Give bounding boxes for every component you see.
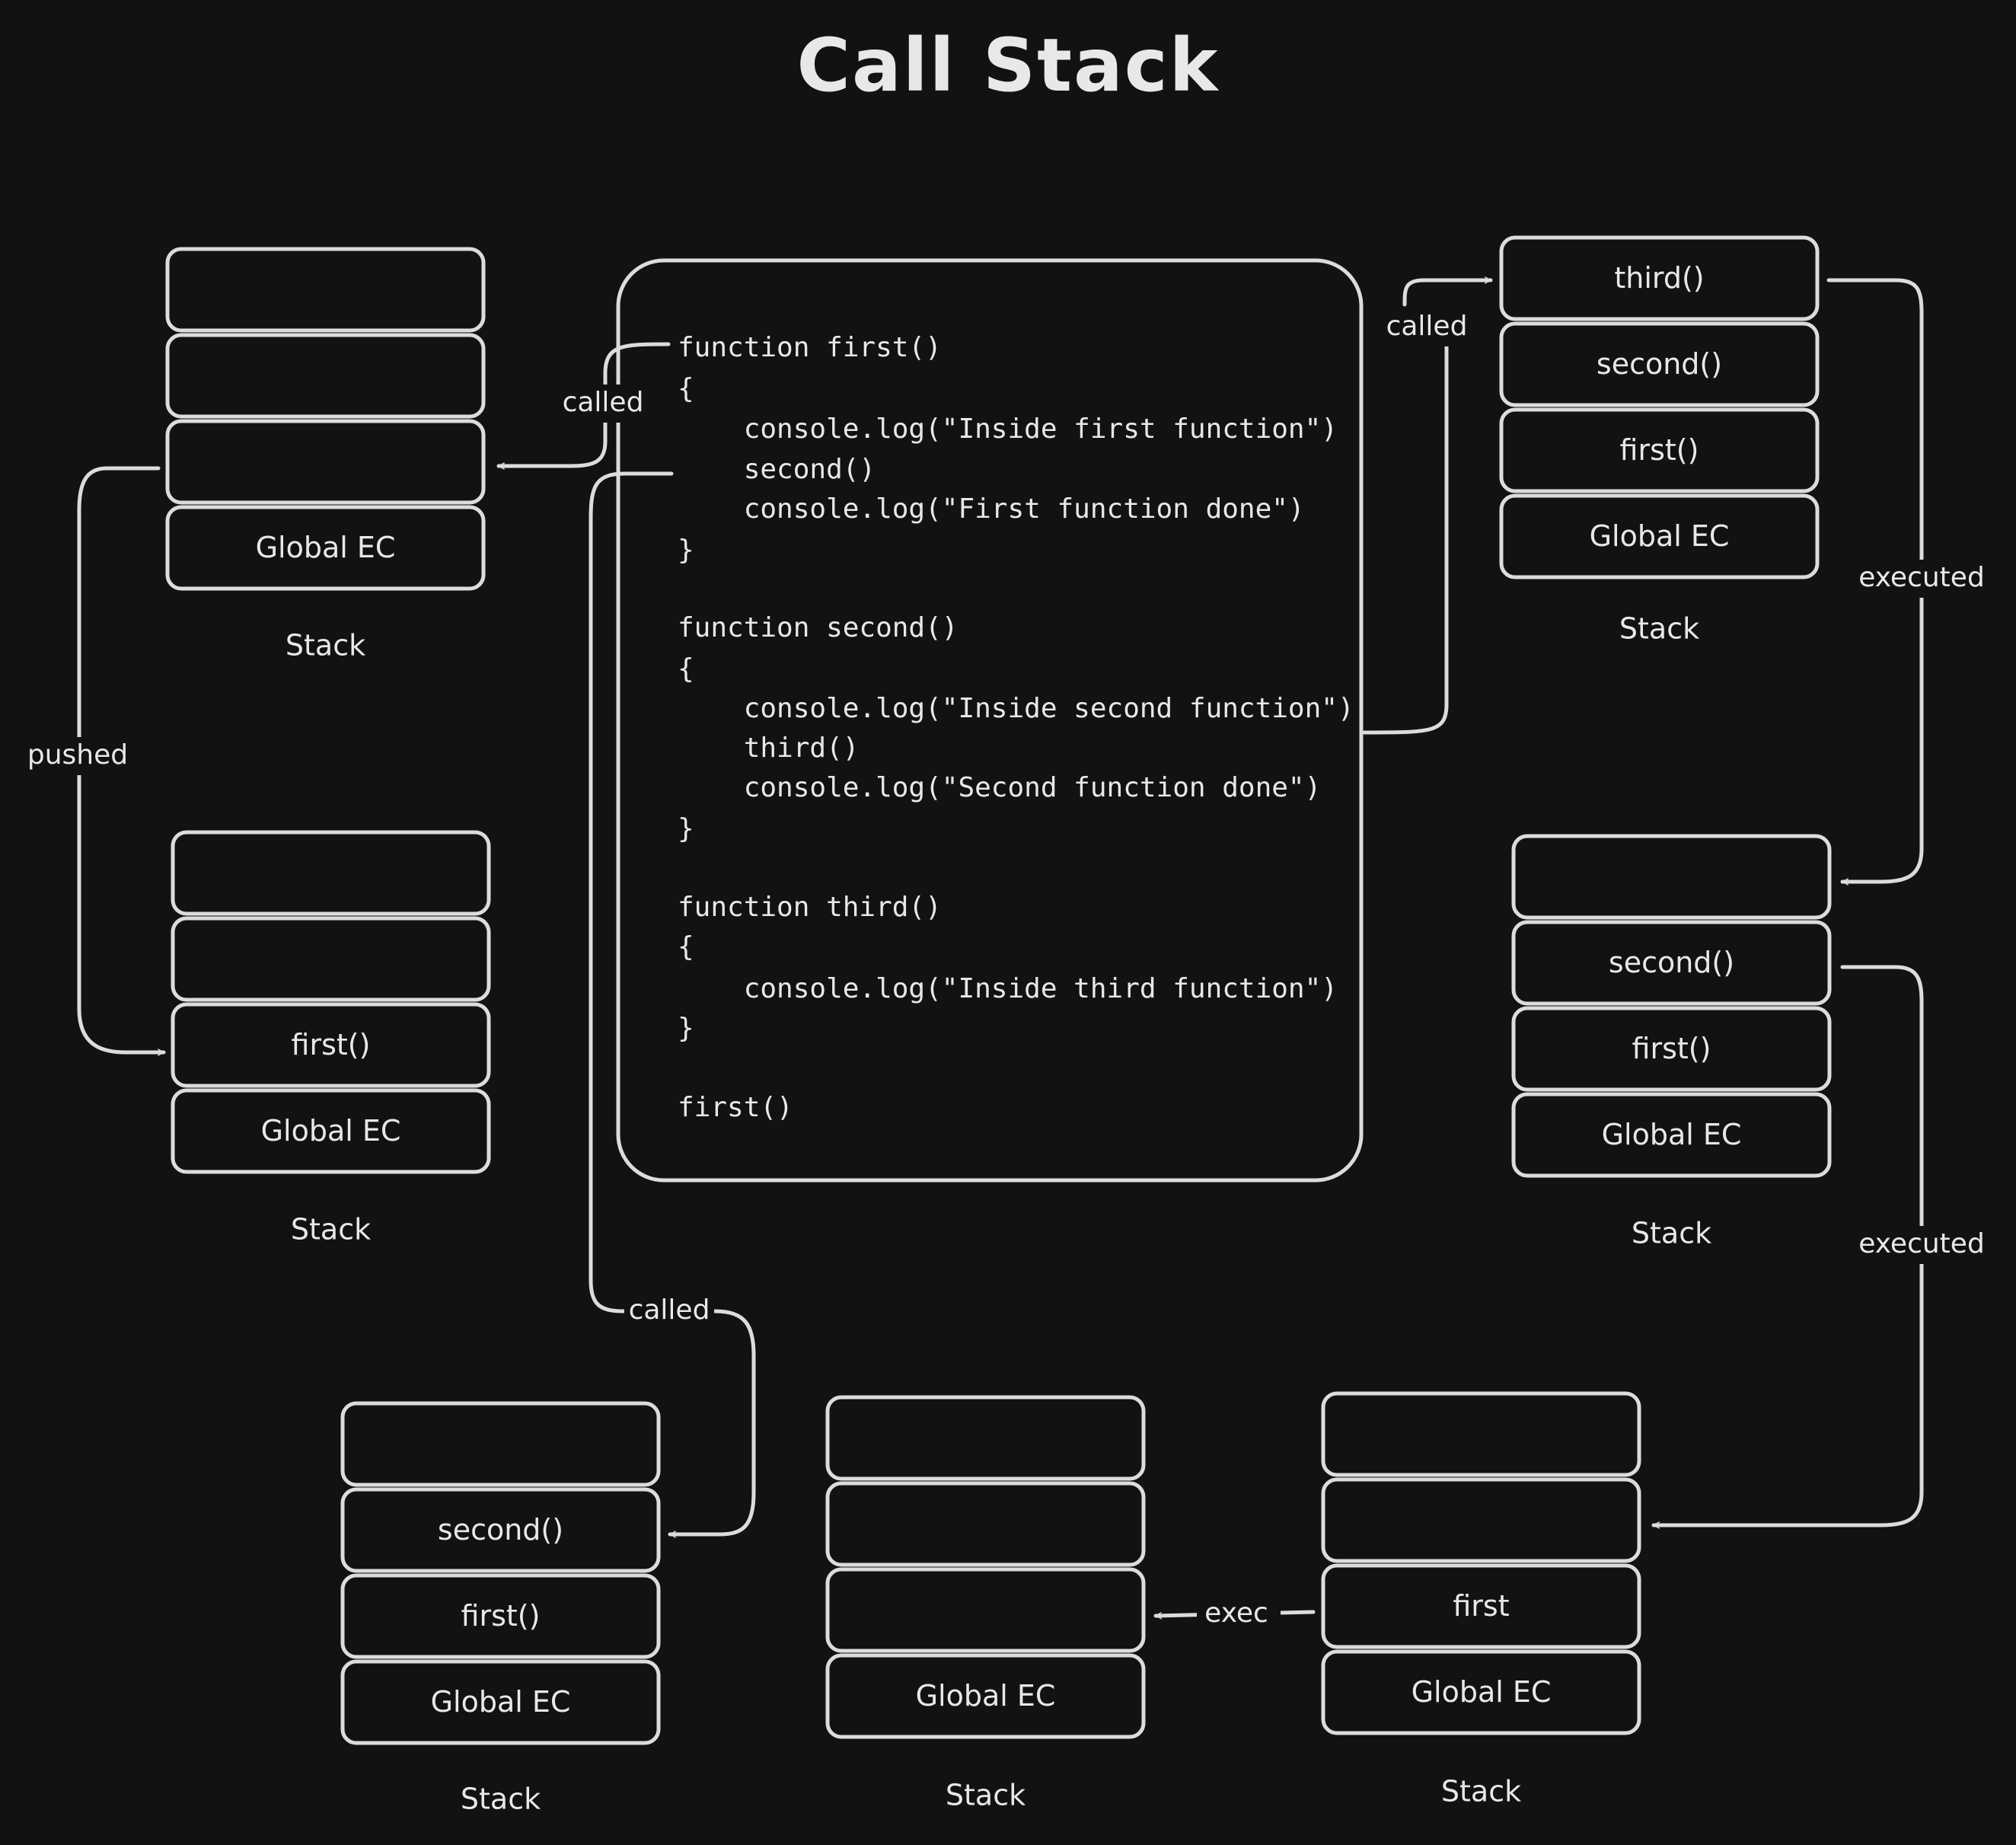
stack-s2: first() Global EC Stack <box>171 830 491 1246</box>
stack-cell-label: Global EC <box>1590 519 1730 553</box>
stack-cell <box>1511 834 1832 920</box>
stack-cell <box>1499 321 1820 407</box>
edge-called-second: called <box>589 471 756 1534</box>
code-line: console.log("First function done") <box>678 493 1305 525</box>
code-line: third() <box>678 733 859 764</box>
code-line: console.log("Inside first function") <box>678 413 1338 445</box>
stack-cell <box>1499 235 1820 321</box>
code-line: { <box>678 373 694 404</box>
stack-cell <box>340 1659 661 1745</box>
stack-cell <box>340 1487 661 1573</box>
code-line: { <box>678 653 694 685</box>
stack-cell-label: Global EC <box>916 1679 1056 1713</box>
code-line: first() <box>678 1092 793 1123</box>
stack-cell <box>340 1401 661 1487</box>
code-line: console.log("Second function done") <box>678 772 1321 803</box>
edge-label: pushed <box>27 739 128 771</box>
stack-cell <box>165 419 486 505</box>
stack-s1: Global EC Stack <box>165 247 486 662</box>
stack-cell-label: Global EC <box>1602 1118 1742 1151</box>
stack-cell-label: first() <box>1620 433 1699 467</box>
code-line: console.log("Inside third function") <box>678 973 1338 1004</box>
stack-cell-label: second() <box>1597 347 1722 381</box>
stack-cell <box>165 505 486 591</box>
stack-cell <box>1321 1563 1641 1649</box>
stack-cell <box>171 1088 491 1174</box>
stack-label: Stack <box>1441 1775 1521 1808</box>
stack-cell <box>825 1567 1146 1653</box>
stack-cell <box>1511 920 1832 1006</box>
code-block: function first() { console.log("Inside fi… <box>678 332 1354 1123</box>
stack-cell <box>1511 1006 1832 1092</box>
stack-cell <box>340 1573 661 1659</box>
stack-cell <box>165 333 486 419</box>
stack-cell <box>1511 1092 1832 1178</box>
stack-label: Stack <box>285 629 365 662</box>
edge-label: executed <box>1858 1228 1985 1259</box>
stack-cell <box>171 916 491 1002</box>
stack-cell <box>1499 493 1820 579</box>
stack-cell <box>1499 407 1820 493</box>
code-box <box>616 258 1364 1183</box>
stack-cell <box>825 1481 1146 1567</box>
edge-executed-2: executed <box>1651 965 1995 1525</box>
edge-label: called <box>1386 311 1468 342</box>
edge-executed-1: executed <box>1826 278 1995 882</box>
stack-cell-label: second() <box>1609 946 1734 979</box>
code-line: } <box>678 813 694 844</box>
edge-label: called <box>629 1294 710 1326</box>
stack-s4: second() first() Global EC Stack <box>1511 834 1832 1250</box>
stack-label: Stack <box>946 1779 1026 1812</box>
stack-label: Stack <box>291 1213 371 1246</box>
stack-s3: third() second() first() Global EC Stack <box>1499 235 1820 646</box>
edge-exec: exec <box>1153 1595 1316 1633</box>
stack-cell <box>825 1395 1146 1481</box>
stack-cell <box>171 1002 491 1088</box>
edge-pushed: pushed <box>23 466 166 1052</box>
stack-cell-label: first() <box>461 1599 541 1633</box>
code-line: } <box>678 535 694 566</box>
code-line: second() <box>678 454 876 485</box>
code-line: console.log("Inside second function") <box>678 693 1354 724</box>
stack-cell <box>171 830 491 916</box>
code-line: function third() <box>678 892 942 923</box>
stack-cell-label: first() <box>1632 1032 1711 1065</box>
stack-label: Stack <box>1632 1217 1711 1250</box>
diagram-title: Call Stack <box>796 23 1220 108</box>
edge-called-first: called <box>496 342 671 466</box>
stack-cell <box>165 247 486 333</box>
stack-cell-label: Global EC <box>256 531 396 564</box>
stack-cell <box>825 1653 1146 1739</box>
code-line: { <box>678 931 694 962</box>
stack-s6: Global EC Stack <box>825 1395 1146 1812</box>
edge-label: exec <box>1204 1598 1268 1629</box>
stack-cell-label: Global EC <box>261 1114 401 1148</box>
stack-cell <box>1321 1477 1641 1563</box>
code-line: function first() <box>678 332 942 363</box>
edge-called-third: called <box>1362 280 1491 735</box>
stack-cell <box>1321 1391 1641 1477</box>
stack-cell-label: second() <box>438 1513 563 1547</box>
stack-label: Stack <box>461 1783 541 1816</box>
stack-cell <box>1321 1649 1641 1735</box>
stack-cell-label: first <box>1453 1589 1509 1623</box>
stack-s7: second() first() Global EC Stack <box>340 1401 661 1816</box>
stack-cell-label: third() <box>1614 261 1704 295</box>
code-line: } <box>678 1013 694 1044</box>
code-line: function second() <box>678 612 958 643</box>
stack-cell-label: Global EC <box>1412 1675 1552 1709</box>
edge-label: executed <box>1858 562 1985 593</box>
stack-cell-label: Global EC <box>431 1685 571 1719</box>
stack-label: Stack <box>1619 612 1699 646</box>
stack-cell-label: first() <box>292 1028 371 1061</box>
edge-label: called <box>563 387 644 418</box>
